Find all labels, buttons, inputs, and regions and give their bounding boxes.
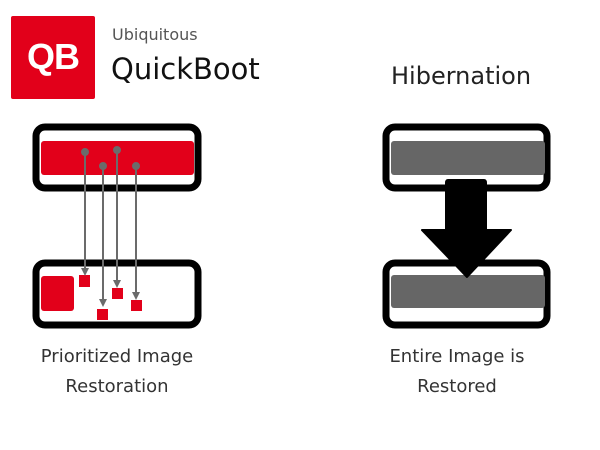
logo-mark: QB (27, 36, 80, 77)
quickboot-logo: QB (11, 16, 95, 99)
restored-block (112, 288, 123, 299)
logo-tagline: Ubiquitous (112, 25, 198, 44)
restored-block (79, 275, 90, 287)
big-down-arrow-icon (421, 179, 512, 278)
restored-block (131, 300, 142, 311)
restored-block (97, 309, 108, 320)
left-caption-line: Restoration (65, 376, 169, 397)
hibernation-target-bar (391, 275, 545, 308)
left-caption-line: Prioritized Image (40, 346, 194, 367)
right-caption-line: Entire Image is (389, 346, 525, 367)
restored-block (41, 276, 74, 311)
right-caption: Entire Image is Restored (357, 342, 557, 402)
left-caption: Prioritized Image Restoration (0, 342, 234, 402)
hibernation-title: Hibernation (391, 62, 532, 90)
hibernation-source-bar (391, 141, 545, 175)
logo-name: QuickBoot (111, 52, 260, 86)
right-caption-line: Restored (417, 376, 497, 397)
